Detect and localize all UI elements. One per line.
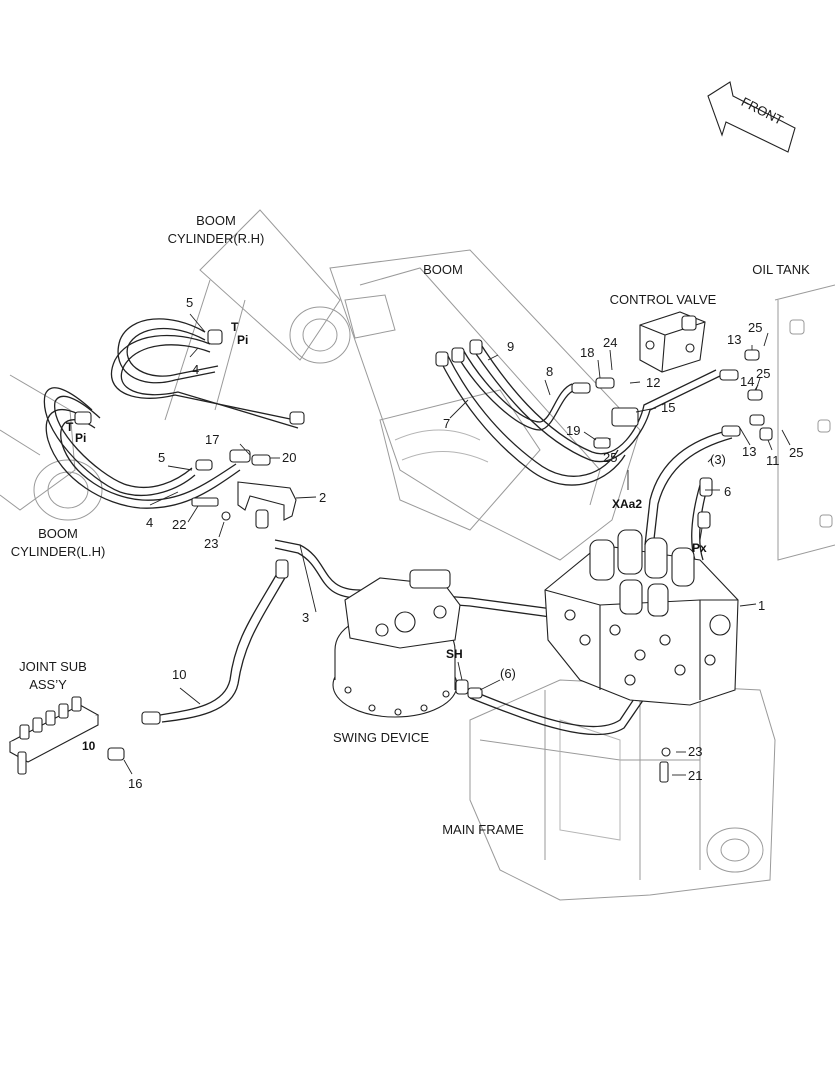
label-boom-cyl-rh-line2: CYLINDER(R.H) [168,231,265,246]
port-t-left: T [66,420,74,434]
callout-25-d: 25 [603,450,617,465]
callout-7: 7 [443,416,450,431]
label-swing-device: SWING DEVICE [333,730,429,745]
port-t-right: T [231,320,239,334]
label-joint-sub-line2: ASS’Y [29,677,67,692]
callout-24: 24 [603,335,617,350]
callout-14: 14 [740,374,754,389]
boom-ghost-outline [329,249,641,561]
label-oil-tank: OIL TANK [752,262,810,277]
callout-15: 15 [661,400,675,415]
port-xaa2: XAa2 [612,497,642,511]
oil-tank-ghost [774,284,835,561]
hose-8 [454,347,576,431]
hose-10 [159,571,287,723]
callout-22: 22 [172,517,186,532]
callout-12: 12 [646,375,660,390]
callout-13-lower: 13 [742,444,756,459]
callout-3: 3 [302,610,309,625]
main-frame-ghost [469,679,776,901]
boom-cylinder-rh-ghost [164,209,351,421]
front-direction-arrow: FRONT [707,81,796,153]
label-boom: BOOM [423,262,463,277]
label-boom-cyl-lh-line2: CYLINDER(L.H) [11,544,106,559]
area-labels: BOOM CYLINDER(R.H) BOOM OIL TANK CONTROL… [11,213,810,837]
callout-25-b: 25 [756,366,770,381]
part-callouts: 1 2 3 (3) 4 4 5 5 6 (6) 7 8 9 10 11 12 1… [128,295,803,791]
control-valve-small [639,311,706,373]
port-joint-10: 10 [82,739,96,753]
callout-5-upper: 5 [186,295,193,310]
label-main-frame: MAIN FRAME [442,822,524,837]
joint-sub-assy [8,696,100,775]
callout-25-c: 25 [789,445,803,460]
label-control-valve: CONTROL VALVE [610,292,717,307]
callout-9: 9 [507,339,514,354]
callout-11: 11 [766,453,780,468]
bracket-2 [237,481,297,521]
port-px: Px [692,541,707,555]
callout-25-a: 25 [748,320,762,335]
label-joint-sub-line1: JOINT SUB [19,659,87,674]
callout-3-paren: (3) [710,452,726,467]
hose-7 [439,355,626,486]
port-pi-right: Pi [237,333,248,347]
hose-3-paren [644,429,733,549]
callout-16: 16 [128,776,142,791]
label-boom-cyl-lh-line1: BOOM [38,526,78,541]
port-sh: SH [446,647,463,661]
callout-19: 19 [566,423,580,438]
callout-4-lower: 4 [146,515,153,530]
hose-5-lower [43,387,196,496]
callout-21: 21 [688,768,702,783]
callout-17: 17 [205,432,219,447]
callout-4-upper: 4 [192,362,199,377]
callout-20: 20 [282,450,296,465]
callout-10: 10 [172,667,186,682]
callout-8: 8 [546,364,553,379]
leader-lines [123,313,791,776]
callout-13-upper: 13 [727,332,741,347]
port-labels: T Pi T Pi XAa2 Px SH 10 [66,320,707,753]
callout-1: 1 [758,598,765,613]
callout-6: 6 [724,484,731,499]
hose-4-upper [110,334,299,429]
callout-18: 18 [580,345,594,360]
callout-2: 2 [319,490,326,505]
callout-23-right: 23 [688,744,702,759]
callout-23-left: 23 [204,536,218,551]
callout-5-lower: 5 [158,450,165,465]
control-valve-main [544,529,739,706]
callout-6-paren: (6) [500,666,516,681]
label-boom-cyl-rh-line1: BOOM [196,213,236,228]
hose-5-upper [117,318,219,384]
hose-6-paren [469,689,647,736]
port-pi-left: Pi [75,431,86,445]
swing-device [332,569,461,718]
fittings [74,329,773,783]
